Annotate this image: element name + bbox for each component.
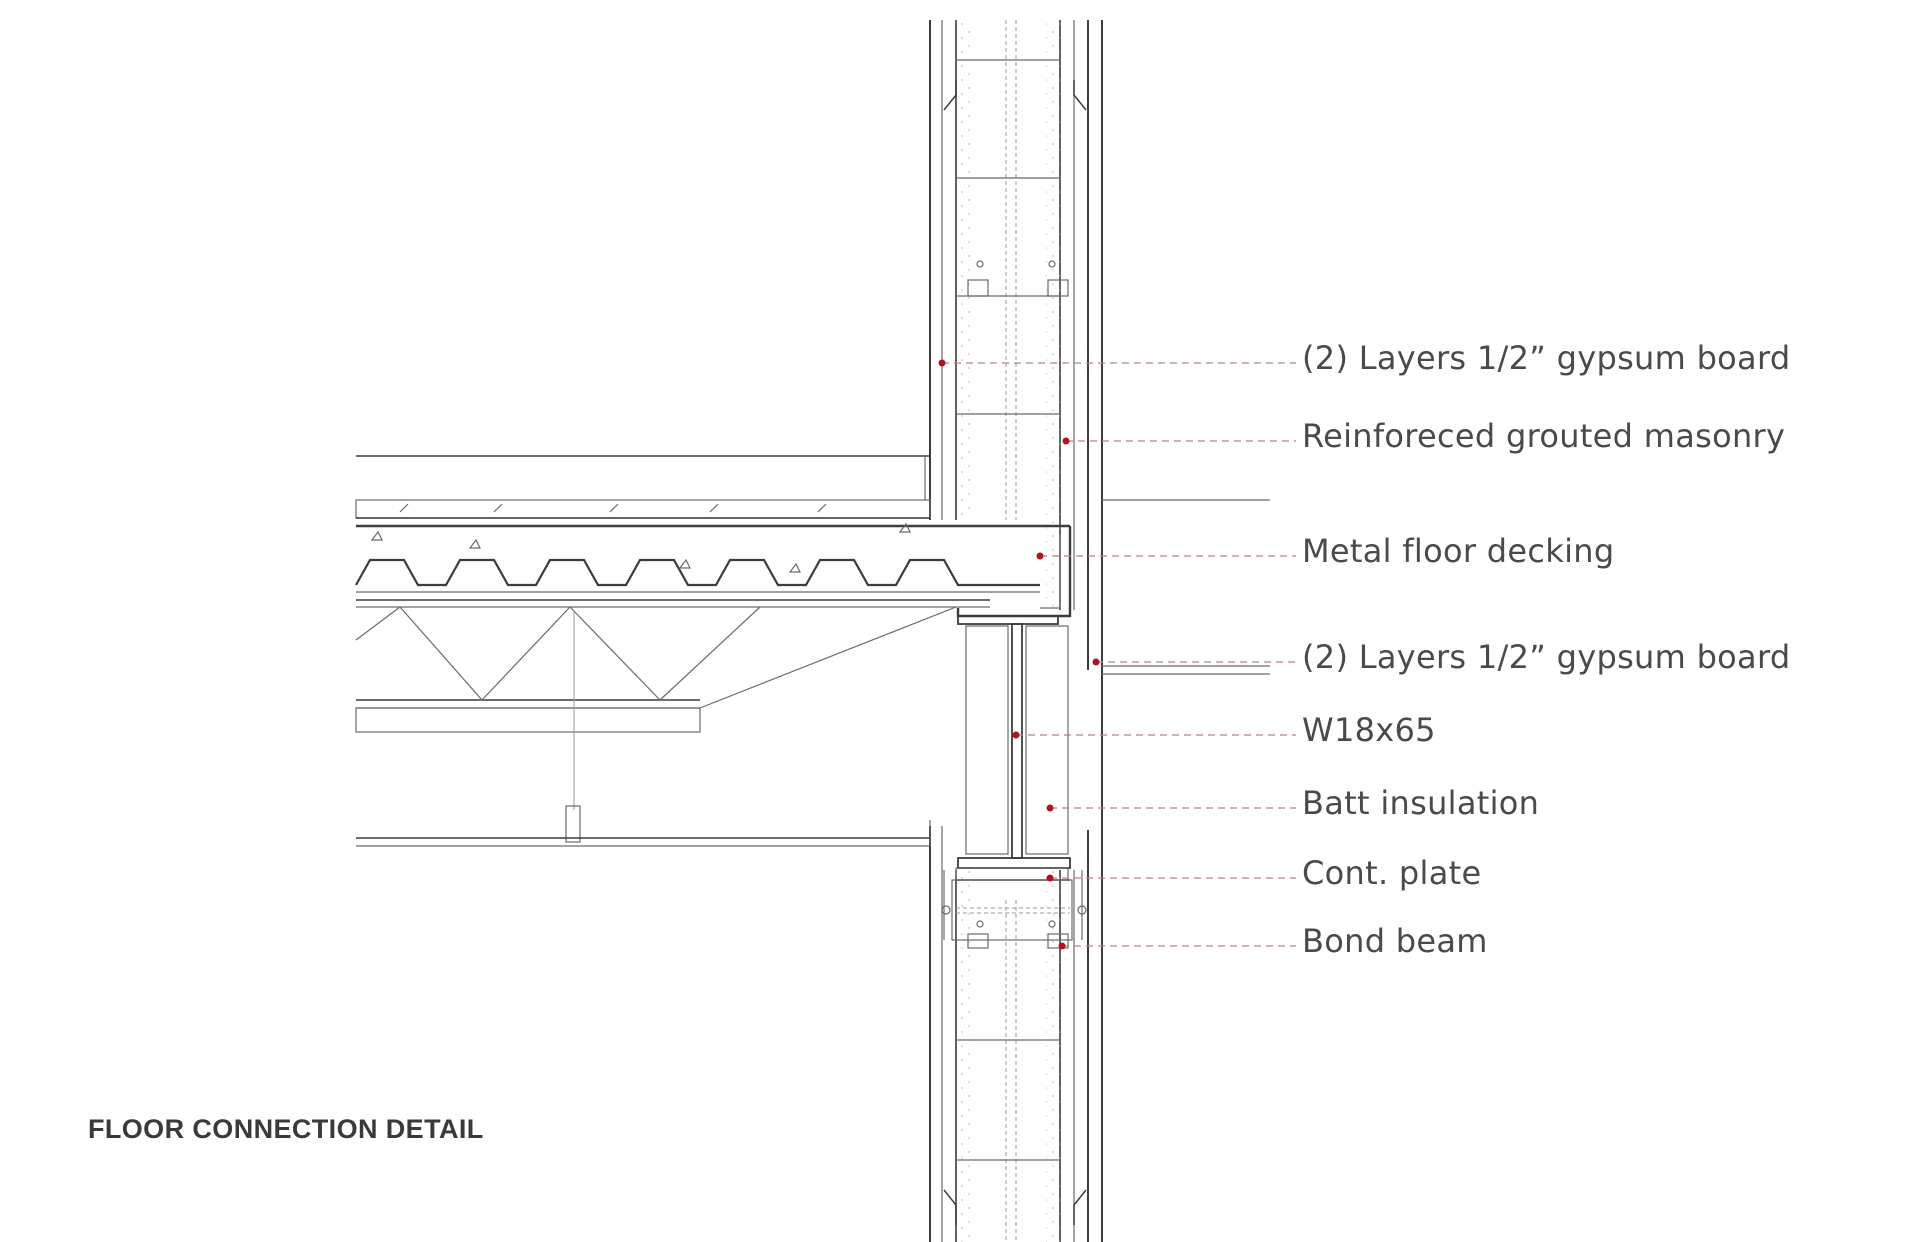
callout-dot [1036,552,1044,560]
callout-labels: (2) Layers 1/2” gypsum board Reinforeced… [1302,339,1790,960]
callout-dot [1012,731,1020,739]
callout-gypsum-lower: (2) Layers 1/2” gypsum board [1302,638,1790,676]
drawing-title: FLOOR CONNECTION DETAIL [88,1114,484,1144]
callout-dot [1062,437,1070,445]
callout-bond-beam: Bond beam [1302,922,1488,960]
callout-floor-decking: Metal floor decking [1302,532,1614,570]
steel-beam-w18x65 [941,615,1087,949]
callout-dot [1058,942,1066,950]
callout-dot [938,359,946,367]
callout-leaders [938,359,1296,950]
callout-batt-insulation: Batt insulation [1302,784,1539,822]
callout-cont-plate: Cont. plate [1302,854,1481,892]
callout-dot [1046,804,1054,812]
callout-gypsum-upper: (2) Layers 1/2” gypsum board [1302,339,1790,377]
callout-masonry: Reinforeced grouted masonry [1302,417,1785,455]
masonry-wall [929,20,1270,1242]
callout-dot [1046,874,1054,882]
callout-beam-size: W18x65 [1302,711,1436,749]
floor-assembly [355,455,1072,847]
callout-dot [1092,658,1100,666]
